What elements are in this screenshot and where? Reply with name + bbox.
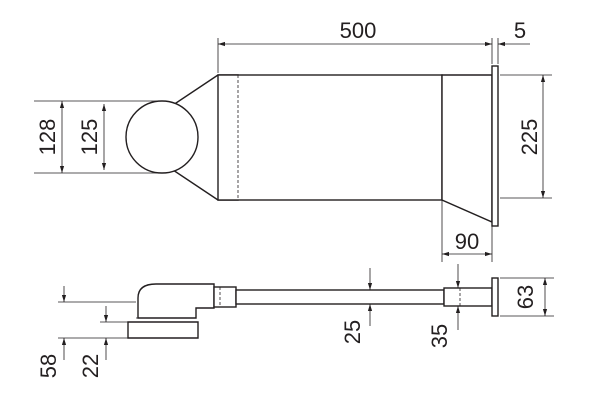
elbow-bend xyxy=(137,283,215,319)
dim-5-label: 5 xyxy=(514,18,526,43)
dim-500-label: 500 xyxy=(340,18,377,43)
dim-22-label: 22 xyxy=(78,354,103,378)
dim-63-label: 63 xyxy=(513,285,538,309)
dim-128-label: 128 xyxy=(35,119,60,156)
dim-35-label: 35 xyxy=(427,324,452,348)
dim-58-label: 58 xyxy=(36,354,61,378)
dim-25-label: 25 xyxy=(340,320,365,344)
dim-125-label: 125 xyxy=(77,119,102,156)
outlet-flange xyxy=(491,65,499,227)
main-duct-body xyxy=(217,74,443,201)
side-flange xyxy=(491,277,499,317)
side-view: 25 35 63 58 22 xyxy=(36,264,554,378)
round-inlet xyxy=(125,100,199,174)
top-view: 500 5 128 125 225 90 xyxy=(34,18,552,262)
dim-225-label: 225 xyxy=(517,119,542,156)
inlet-collar xyxy=(213,286,237,308)
outlet-flare xyxy=(441,74,493,224)
flat-duct xyxy=(235,289,445,305)
elbow-base xyxy=(127,321,199,339)
dim-90-label: 90 xyxy=(455,229,479,254)
outlet-collar xyxy=(443,287,493,307)
